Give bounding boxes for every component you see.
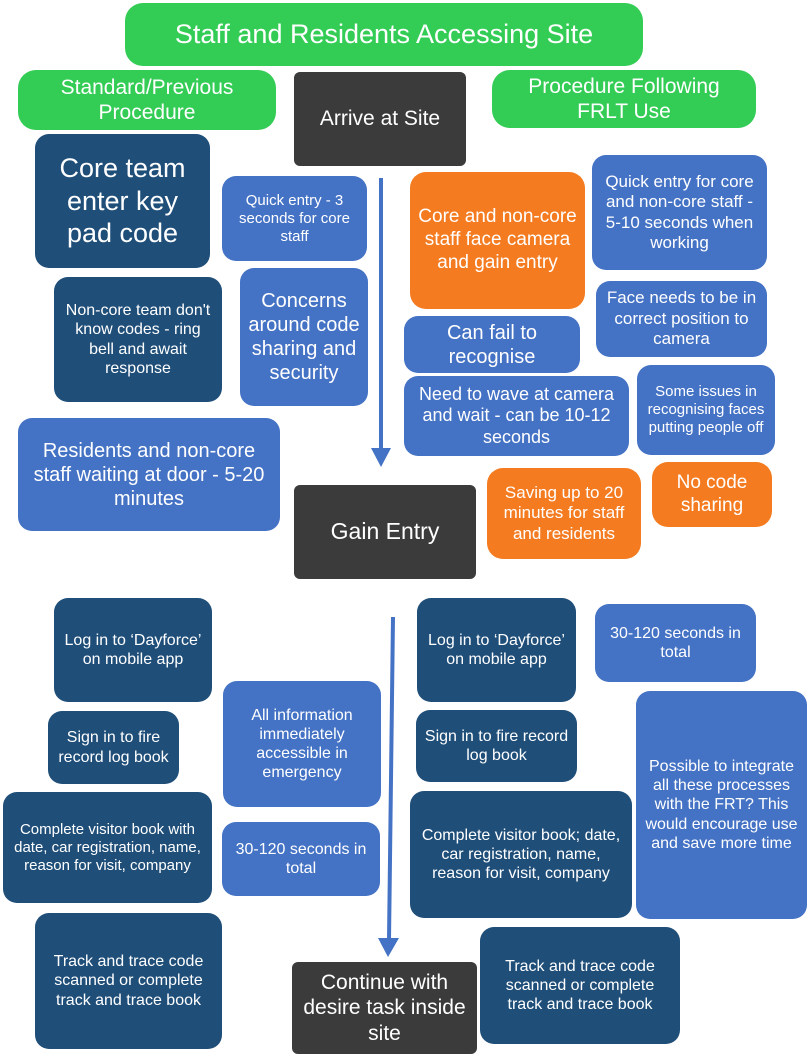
time-saving-box: Saving up to 20 minutes for staff and re… [487,468,641,559]
visitor-book-frlt-box: Complete visitor book; date, car registr… [410,791,632,918]
track-trace-standard-box: Track and trace code scanned or complete… [35,913,222,1049]
track-trace-frlt-box: Track and trace code scanned or complete… [480,927,680,1044]
time-total-standard-box: 30-120 seconds in total [222,822,380,896]
waiting-at-door-box: Residents and non-core staff waiting at … [18,418,280,531]
header-frlt-procedure: Procedure Following FRLT Use [492,70,756,128]
header-standard-procedure: Standard/Previous Procedure [18,70,276,130]
emergency-info-box: All information immediately accessible i… [223,681,381,807]
arrowhead-gain [371,448,391,467]
dayforce-login-frlt-box: Log in to ‘Dayforce’ on mobile app [417,598,576,702]
page-title: Staff and Residents Accessing Site [125,3,643,66]
visitor-book-standard-box: Complete visitor book with date, car reg… [3,792,212,903]
recognition-issues-box: Some issues in recognising faces putting… [637,365,775,455]
code-sharing-concerns-box: Concerns around code sharing and securit… [240,268,368,406]
step-arrive-at-site: Arrive at Site [294,72,466,166]
core-team-keypad-box: Core team enter key pad code [35,134,210,268]
integrate-frt-box: Possible to integrate all these processe… [636,691,807,919]
face-camera-entry-box: Core and non-core staff face camera and … [410,172,585,309]
step-continue-task: Continue with desire task inside site [292,962,477,1054]
face-position-box: Face needs to be in correct position to … [596,281,767,357]
quick-entry-standard-box: Quick entry - 3 seconds for core staff [222,176,367,261]
fire-log-frlt-box: Sign in to fire record log book [416,710,577,782]
step-gain-entry: Gain Entry [294,485,476,579]
wave-at-camera-box: Need to wave at camera and wait - can be… [404,376,629,456]
fail-to-recognise-box: Can fail to recognise [404,316,580,373]
fire-log-standard-box: Sign in to fire record log book [48,711,179,784]
no-code-sharing-box: No code sharing [652,462,772,527]
time-total-frlt-box: 30-120 seconds in total [595,604,756,682]
quick-entry-frlt-box: Quick entry for core and non-core staff … [592,155,767,270]
non-core-team-box: Non-core team don't know codes - ring be… [54,277,222,402]
arrow-gain-to-continue [387,616,395,941]
arrowhead-continue [378,938,399,957]
dayforce-login-standard-box: Log in to ‘Dayforce’ on mobile app [54,598,212,702]
